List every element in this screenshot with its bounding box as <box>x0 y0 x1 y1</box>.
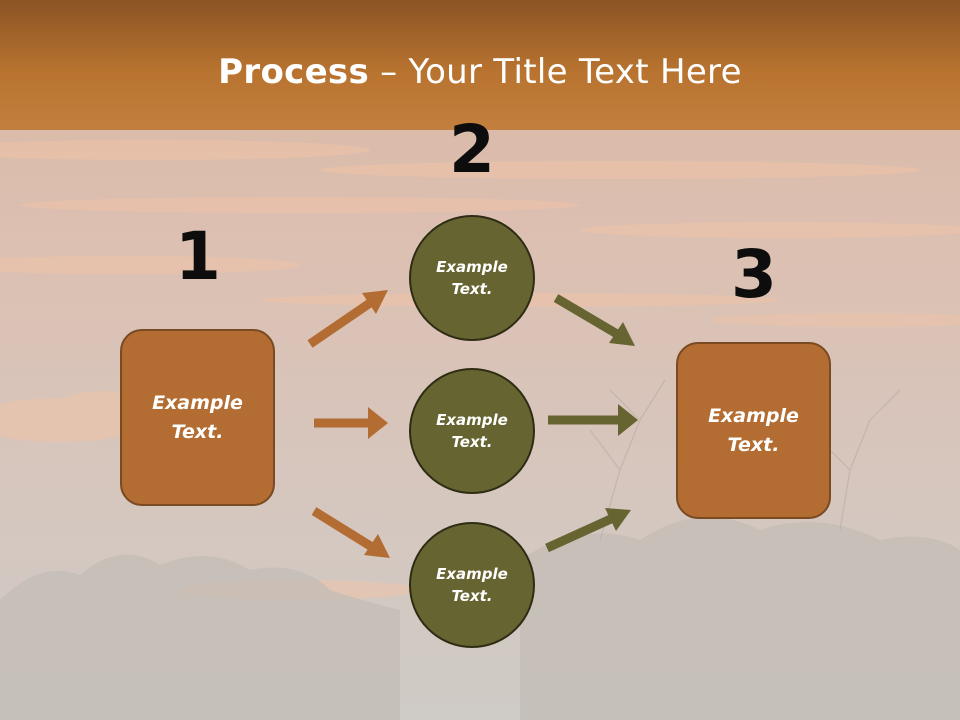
title-bar <box>0 0 960 130</box>
step-number-2: 2 <box>449 111 495 188</box>
slide-title: Process – Your Title Text Here <box>0 52 960 92</box>
title-rest: – Your Title Text Here <box>369 52 742 92</box>
process-circle-bottom: Example Text. <box>409 522 535 648</box>
step-number-1: 1 <box>175 218 221 295</box>
process-box-right: Example Text. <box>676 342 831 519</box>
step-number-3: 3 <box>731 236 777 313</box>
process-circle-middle: Example Text. <box>409 368 535 494</box>
process-circle-middle-label: Example Text. <box>436 410 508 452</box>
process-circle-top-label: Example Text. <box>436 257 508 299</box>
process-circle-bottom-label: Example Text. <box>436 564 508 606</box>
title-bold: Process <box>218 52 370 92</box>
process-box-left-label: Example Text. <box>152 392 243 443</box>
process-box-right-label: Example Text. <box>708 405 799 456</box>
process-box-left: Example Text. <box>120 329 275 506</box>
process-circle-top: Example Text. <box>409 215 535 341</box>
